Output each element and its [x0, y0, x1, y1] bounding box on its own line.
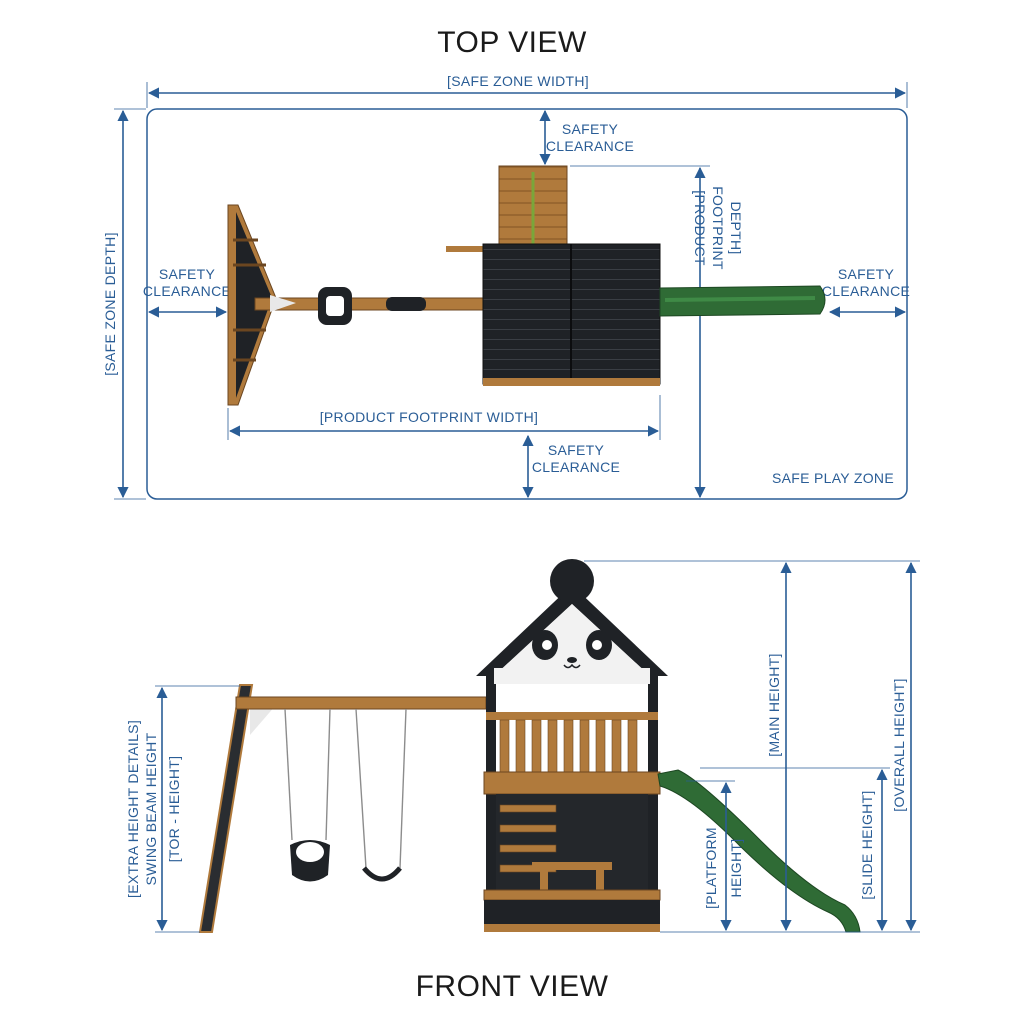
platform-height-line1: [PLATFORM — [703, 827, 719, 909]
safety-clearance-right-line1: SAFETY — [838, 266, 895, 282]
extra-height-line1: [EXTRA HEIGHT DETAILS] — [125, 720, 141, 898]
safety-clearance-bottom: SAFETY CLEARANCE — [522, 434, 620, 499]
extra-height-line3: [TOR - HEIGHT] — [166, 756, 182, 863]
safety-clearance-top-line2: CLEARANCE — [546, 138, 634, 154]
safety-clearance-bottom-line1: SAFETY — [548, 442, 605, 458]
safe-zone-depth-dimension: [SAFE ZONE DEPTH] — [102, 108, 146, 500]
platform-height-line2: HEIGHT] — [728, 839, 744, 898]
overall-height-label: [OVERALL HEIGHT] — [891, 678, 907, 811]
platform-height-dimension: [PLATFORM HEIGHT] — [686, 780, 744, 932]
front-view-playset-illustration — [198, 559, 861, 933]
main-height-dimension: [MAIN HEIGHT] — [584, 560, 920, 933]
overall-height-dimension: [OVERALL HEIGHT] — [891, 561, 917, 932]
top-view-title: TOP VIEW — [437, 26, 587, 59]
front-view-title: FRONT VIEW — [416, 970, 609, 1003]
footprint-depth-line1: [PRODUCT — [692, 190, 708, 266]
safety-clearance-top-line1: SAFETY — [562, 121, 619, 137]
main-height-label: [MAIN HEIGHT] — [766, 653, 782, 756]
safe-play-zone-outline — [146, 108, 908, 500]
safety-clearance-top: SAFETY CLEARANCE — [539, 109, 634, 166]
extra-height-dimension: [EXTRA HEIGHT DETAILS] SWING BEAM HEIGHT… — [125, 685, 240, 933]
safe-zone-width-label: [SAFE ZONE WIDTH] — [447, 73, 589, 89]
slide-height-label: [SLIDE HEIGHT] — [859, 790, 875, 899]
safety-clearance-left-line2: CLEARANCE — [143, 283, 231, 299]
footprint-depth-line2: FOOTPRINT — [710, 186, 726, 270]
safety-clearance-bottom-line2: CLEARANCE — [532, 459, 620, 475]
top-view-playset-illustration — [227, 165, 826, 406]
safety-clearance-left-line1: SAFETY — [159, 266, 216, 282]
slide-height-dimension: [SLIDE HEIGHT] — [700, 767, 890, 932]
extra-height-line2: SWING BEAM HEIGHT — [143, 732, 159, 885]
safety-clearance-right: SAFETY CLEARANCE — [822, 266, 910, 318]
footprint-depth-line3: DEPTH] — [728, 201, 744, 254]
footprint-width-label: [PRODUCT FOOTPRINT WIDTH] — [320, 409, 539, 425]
product-footprint-width-dimension: [PRODUCT FOOTPRINT WIDTH] — [227, 395, 661, 440]
safety-clearance-right-line2: CLEARANCE — [822, 283, 910, 299]
safety-clearance-left: SAFETY CLEARANCE — [143, 266, 231, 318]
product-footprint-depth-dimension: [PRODUCT FOOTPRINT DEPTH] — [570, 165, 744, 499]
safe-zone-width-dimension: [SAFE ZONE WIDTH] — [146, 73, 908, 108]
safe-zone-depth-label: [SAFE ZONE DEPTH] — [102, 232, 118, 376]
safe-play-zone-label: SAFE PLAY ZONE — [772, 470, 894, 486]
